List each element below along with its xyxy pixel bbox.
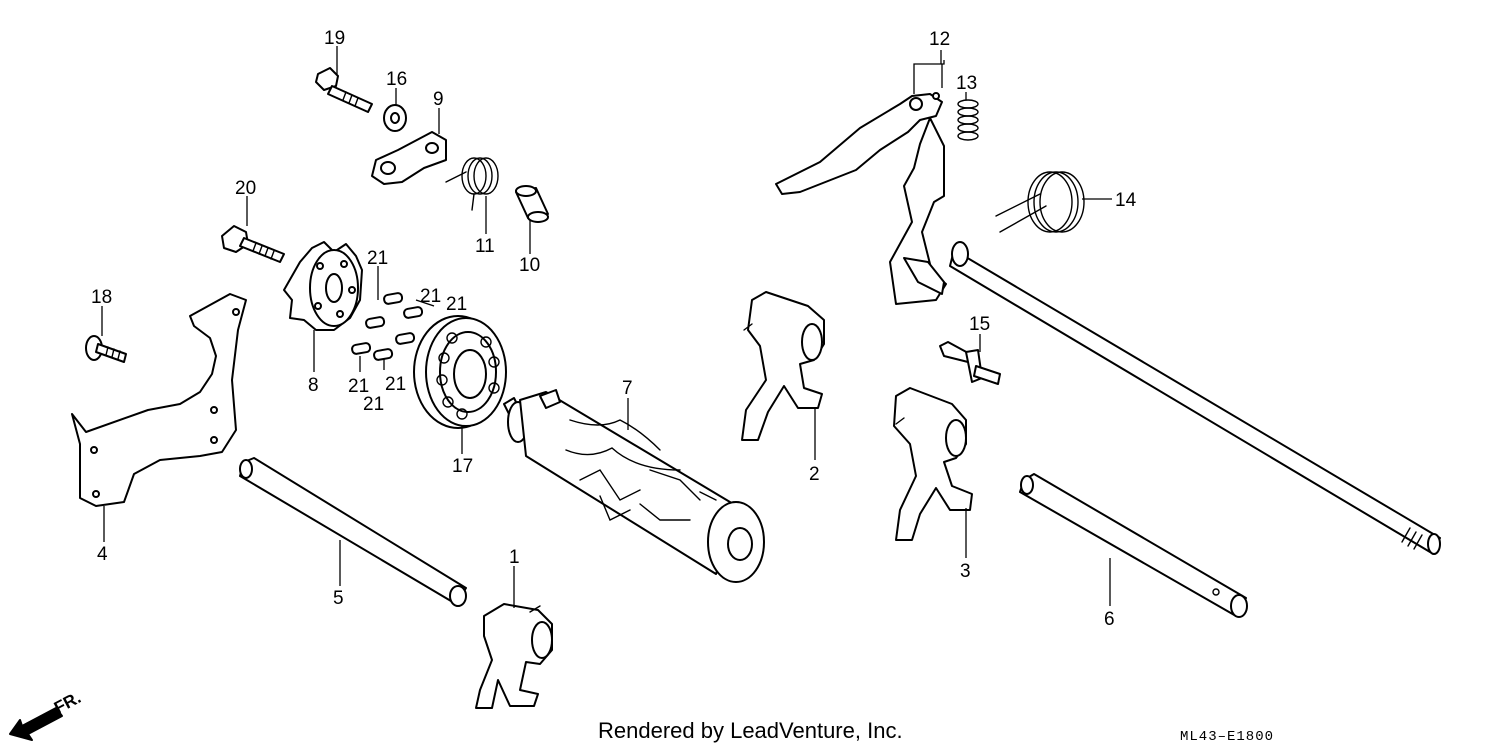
callout-14: 14 — [1115, 190, 1137, 211]
callout-13: 13 — [956, 73, 977, 94]
part-18-screw[interactable] — [85, 335, 127, 363]
callout-21-e: 21 — [385, 374, 406, 395]
callout-17: 17 — [452, 456, 473, 477]
callout-7: 7 — [622, 378, 633, 399]
callout-3: 3 — [960, 561, 971, 582]
part-20-bolt[interactable] — [221, 225, 285, 263]
part-16-washer[interactable] — [383, 104, 407, 132]
part-12-shift-arm[interactable] — [775, 92, 1441, 555]
callout-2: 2 — [809, 464, 820, 485]
callout-4: 4 — [97, 544, 108, 565]
part-4-bracket-plate[interactable] — [71, 293, 247, 507]
callout-9: 9 — [433, 89, 444, 110]
part-19-bolt[interactable] — [315, 67, 373, 113]
callout-21-a: 21 — [367, 248, 388, 269]
callout-20: 20 — [235, 178, 256, 199]
part-2-shift-fork[interactable] — [741, 291, 825, 441]
part-5-shaft[interactable] — [239, 457, 467, 607]
part-1-shift-fork[interactable] — [475, 603, 553, 709]
callout-21-b: 21 — [420, 286, 441, 307]
callout-labels: 19 16 9 11 10 20 21 21 21 21 21 21 18 8 … — [91, 28, 1137, 630]
part-9-plate[interactable] — [371, 131, 447, 185]
part-14-return-spring[interactable] — [995, 171, 1085, 233]
callout-5: 5 — [333, 588, 344, 609]
leader-lines — [101, 46, 1112, 608]
part-21-pins[interactable] — [351, 292, 424, 361]
part-17-bearing[interactable] — [413, 315, 507, 429]
callout-10: 10 — [519, 255, 540, 276]
part-7-shift-drum[interactable] — [503, 389, 765, 583]
part-15-stud[interactable] — [939, 341, 1001, 385]
callout-21-c: 21 — [446, 294, 467, 315]
part-13-spring[interactable] — [957, 99, 979, 141]
part-6-shaft[interactable] — [1019, 473, 1248, 618]
callout-8: 8 — [308, 375, 319, 396]
callout-16: 16 — [386, 69, 407, 90]
callout-1: 1 — [509, 547, 520, 568]
callout-12: 12 — [929, 29, 950, 50]
callout-18: 18 — [91, 287, 112, 308]
part-8-shift-drum-center[interactable] — [283, 241, 363, 331]
render-credit: Rendered by LeadVenture, Inc. — [598, 718, 903, 743]
diagram-code: ML43–E1800 — [1180, 729, 1274, 745]
part-3-shift-fork[interactable] — [893, 387, 973, 541]
callout-19: 19 — [324, 28, 345, 49]
part-10-collar[interactable] — [515, 185, 549, 223]
front-direction-arrow: FR. — [9, 688, 84, 741]
callout-21-f: 21 — [363, 394, 384, 415]
part-11-spring[interactable] — [445, 157, 499, 211]
callout-11: 11 — [475, 236, 495, 257]
callout-21-d: 21 — [348, 376, 369, 397]
callout-6: 6 — [1104, 609, 1115, 630]
callout-15: 15 — [969, 314, 990, 335]
